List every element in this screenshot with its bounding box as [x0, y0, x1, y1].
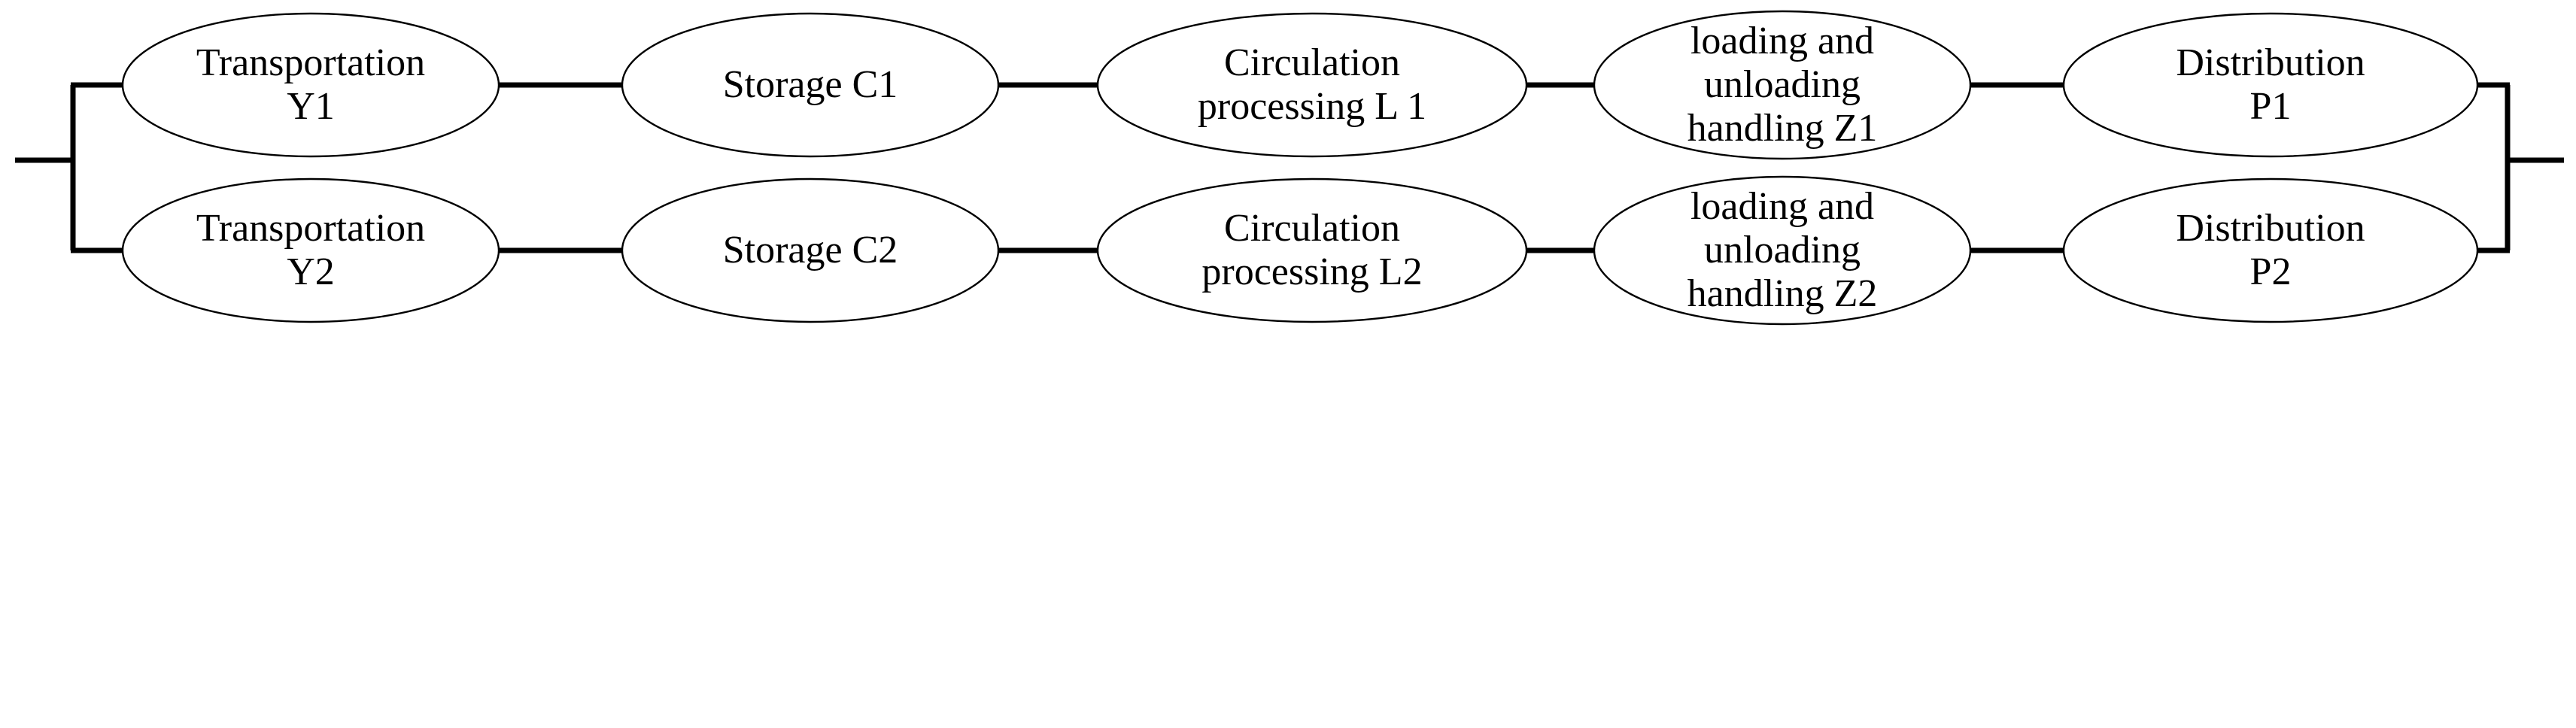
right-bracket [2456, 82, 2564, 253]
node-ellipse-transportation-y1[interactable] [121, 12, 500, 158]
node-ellipse-transportation-y2[interactable] [121, 177, 500, 323]
row-2-nodes [121, 175, 2479, 326]
node-ellipse-loading-unloading-handling-z1[interactable] [1593, 10, 1972, 160]
row-1-nodes [121, 10, 2479, 160]
node-ellipse-circulation-processing-l1[interactable] [1096, 12, 1528, 158]
left-bracket [15, 82, 128, 253]
node-ellipse-distribution-p2[interactable] [2062, 177, 2479, 323]
node-ellipse-distribution-p1[interactable] [2062, 12, 2479, 158]
node-ellipse-loading-unloading-handling-z2[interactable] [1593, 175, 1972, 326]
node-ellipse-circulation-processing-l2[interactable] [1096, 177, 1528, 323]
node-ellipse-storage-c1[interactable] [621, 12, 1000, 158]
node-ellipse-storage-c2[interactable] [621, 177, 1000, 323]
